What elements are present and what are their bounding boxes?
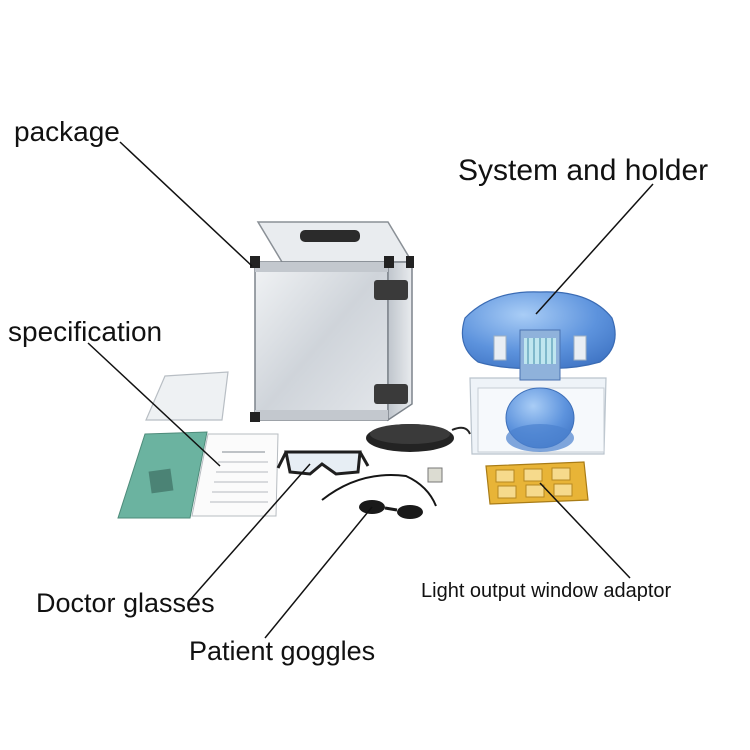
leader-line-package [119, 141, 253, 267]
label-specification: specification [8, 316, 163, 347]
glasses-case [366, 424, 471, 452]
case-latch-top [374, 280, 408, 300]
leader-line-patient-goggles [264, 506, 373, 639]
glass-panel [145, 371, 229, 421]
label-system-and-holder: System and holder [458, 154, 709, 187]
leader-line-specification [87, 342, 221, 467]
specification-sheet [191, 433, 279, 517]
label-patient-goggles: Patient goggles [189, 636, 376, 666]
label-light-output-window-adaptor: Light output window adaptor [421, 580, 672, 602]
case-latch-bottom [374, 384, 408, 404]
aluminum-carry-case [250, 221, 414, 422]
small-card [427, 467, 443, 483]
doctor-glasses [276, 450, 370, 476]
specification-manual [117, 431, 208, 519]
leader-line-doctor-glasses [189, 463, 311, 601]
case-handle [300, 230, 360, 242]
leader-line-system [535, 183, 654, 315]
leader-line-light-output [539, 482, 631, 579]
patient-goggles [321, 474, 437, 519]
label-doctor-glasses: Doctor glasses [36, 588, 215, 618]
leader-lines [87, 141, 654, 639]
system-and-holder [461, 291, 616, 455]
label-package: package [14, 116, 120, 147]
light-output-window-adaptors [485, 461, 589, 505]
